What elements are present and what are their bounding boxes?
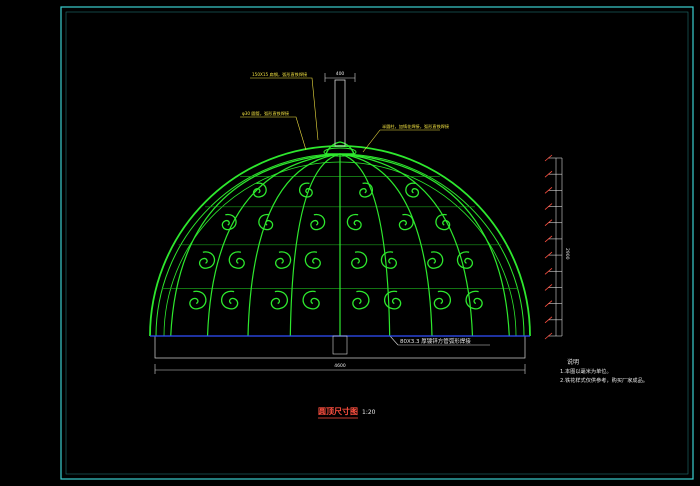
scroll-ornament-icon [380, 251, 397, 269]
callout-top-left-2: φ30 圆管，弧形直铁焊接 [240, 110, 307, 151]
dome-rib [339, 153, 433, 337]
scroll-ornament-icon [427, 251, 444, 269]
scroll-ornament-icon [384, 290, 402, 310]
scroll-ornament-icon [405, 182, 420, 198]
scroll-ornament-icon [252, 182, 267, 198]
dimension-tick-mark [544, 154, 553, 162]
scroll-ornament-icon [433, 290, 451, 310]
dome-rib [339, 153, 474, 337]
callout-top-right: 半圆柱，加铸花焊接，弧形直铁焊接 [362, 123, 450, 153]
scroll-ornament-icon [221, 213, 237, 231]
scroll-ornament-icon [359, 182, 373, 198]
dimension-tick-mark [544, 332, 553, 340]
notes-heading: 说明 [567, 358, 579, 366]
dimension-tick-mark [544, 316, 553, 324]
scroll-ornament-icon [299, 182, 313, 198]
callout-top-right-text: 半圆柱，加铸花焊接，弧形直铁焊接 [382, 123, 450, 130]
scroll-ornament-icon [258, 213, 274, 231]
notes-block: 说明 1.本图以毫米为单位。 2.铁花样式仅供参考，购买厂家成品。 [560, 358, 648, 384]
scroll-ornament-icon [302, 290, 320, 310]
dome-elevation [149, 141, 531, 337]
notes-item-1: 1.本图以毫米为单位。 [560, 367, 612, 375]
dome-rib [289, 153, 341, 337]
drawing-scale: 1:20 [362, 409, 376, 416]
inner-frame [65, 11, 689, 475]
callout-top-left-1-text: 150X15 扁钢，弧形直铁焊接 [252, 71, 308, 78]
scroll-ornament-icon [275, 251, 292, 269]
scroll-ornament-icon [189, 290, 207, 310]
notes-item-2: 2.铁花样式仅供参考，购买厂家成品。 [560, 376, 648, 384]
dome-rib [206, 153, 341, 337]
scroll-ornament-icon [352, 290, 370, 310]
scroll-ornament-icon [465, 290, 483, 310]
top-dimension: 400 [324, 71, 356, 82]
callout-top-left-1: 150X15 扁钢，弧形直铁焊接 [250, 71, 319, 141]
outer-frame [60, 6, 694, 480]
dome-rib [339, 153, 391, 337]
dimension-tick-mark [544, 203, 553, 210]
dome-rib [170, 153, 341, 337]
right-height-dimension: 2900 [544, 154, 570, 340]
dimension-tick-mark [544, 170, 553, 178]
scroll-ornament-icon [435, 213, 451, 231]
scroll-ornament-icon [351, 251, 368, 269]
center-post-base [332, 335, 348, 355]
drawing-title-block: 圆顶尺寸图 1:20 [318, 406, 376, 419]
scroll-ornament-icon [346, 213, 362, 231]
scroll-ornament-icon [198, 251, 216, 269]
scroll-ornament-icon [304, 251, 321, 269]
scroll-ornament-icon [456, 251, 474, 269]
bottom-dimension: 4600 [154, 363, 526, 374]
dimension-tick-mark [544, 267, 553, 275]
finial-post [334, 79, 346, 147]
bottom-dimension-text: 4600 [334, 363, 346, 369]
dome-rib [247, 153, 341, 337]
scroll-ornament-icon [228, 251, 245, 269]
base-callout-text: 80X3.3 厚镀锌方管弧形焊接 [400, 337, 471, 345]
top-dimension-text: 400 [336, 71, 345, 77]
base-callout: 80X3.3 厚镀锌方管弧形焊接 [389, 335, 490, 346]
dimension-tick-mark [544, 284, 553, 291]
callout-top-left-2-text: φ30 圆管，弧形直铁焊接 [242, 110, 290, 117]
dome-rib [339, 153, 510, 337]
drawing-title: 圆顶尺寸图 [318, 406, 358, 416]
right-dimension-text: 2900 [564, 248, 570, 260]
scroll-ornament-icon [398, 213, 414, 231]
dimension-tick-mark [544, 219, 553, 227]
dimension-tick-mark [544, 251, 553, 259]
scroll-ornament-icon [221, 290, 239, 310]
finial-ring [323, 147, 357, 157]
scroll-ornament-icon [270, 290, 288, 310]
dimension-tick-mark [544, 235, 553, 243]
dimension-tick-mark [544, 300, 553, 307]
dimension-tick-mark [544, 187, 553, 194]
scroll-ornament-icon [310, 213, 326, 231]
